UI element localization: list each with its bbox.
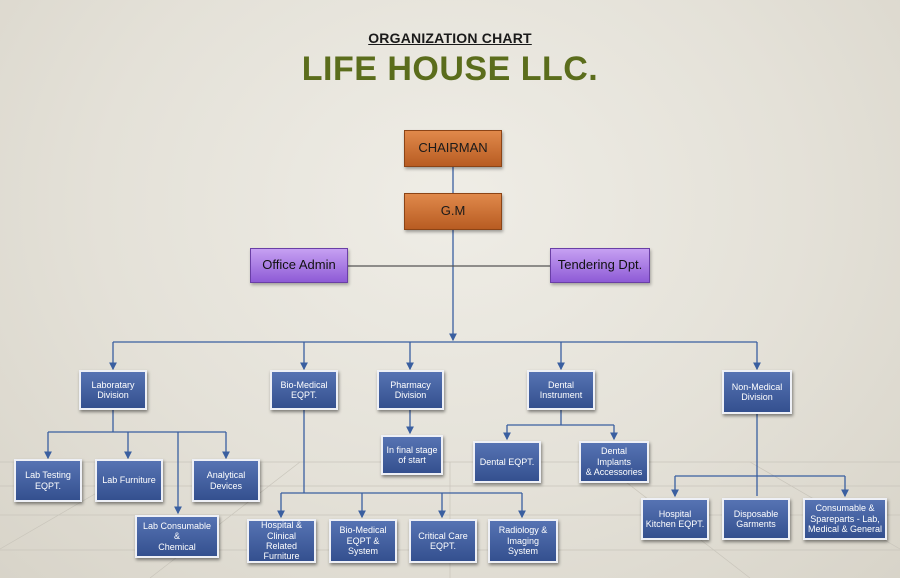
node-label: Lab Consumable & Chemical <box>142 520 212 552</box>
tree-connectors <box>44 167 849 519</box>
node-label: CHAIRMAN <box>418 140 488 156</box>
node-biomedical-system[interactable]: Bio-Medical EQPT & System <box>329 519 397 563</box>
node-label: Hospital Kitchen EQPT. <box>645 508 705 529</box>
node-label: Tendering Dpt. <box>557 257 643 273</box>
node-label: Laboratary Division <box>91 379 135 400</box>
node-lab-consumable[interactable]: Lab Consumable & Chemical <box>135 515 219 558</box>
node-label: In final stage of start <box>386 444 438 465</box>
chart-title: ORGANIZATION CHART <box>368 30 532 46</box>
node-label: Dental Implants & Accessories <box>585 446 643 478</box>
node-hospital-clinical[interactable]: Hospital & Clinical Related Furniture <box>247 519 316 563</box>
node-label: Hospital & Clinical Related Furniture <box>260 520 303 562</box>
node-lab-furniture[interactable]: Lab Furniture <box>95 459 163 502</box>
node-dental-implants[interactable]: Dental Implants & Accessories <box>579 441 649 483</box>
node-label: Non-Medical Division <box>731 381 783 402</box>
node-consumable-spareparts[interactable]: Consumable & Spareparts - Lab, Medical &… <box>803 498 887 540</box>
node-label: Lab Furniture <box>102 475 156 486</box>
node-dental-eqpt[interactable]: Dental EQPT. <box>473 441 541 483</box>
node-radiology-imaging[interactable]: Radiology & Imaging System <box>488 519 558 563</box>
node-biomedical-eqpt[interactable]: Bio-Medical EQPT. <box>270 370 338 410</box>
node-label: Office Admin <box>262 257 336 273</box>
node-label: Critical Care EQPT. <box>418 530 468 551</box>
node-gm[interactable]: G.M <box>404 193 502 230</box>
node-critical-care[interactable]: Critical Care EQPT. <box>409 519 477 563</box>
node-label: Disposable Garments <box>733 508 779 529</box>
node-label: Analytical Devices <box>206 470 246 491</box>
node-label: Consumable & Spareparts - Lab, Medical &… <box>807 503 883 535</box>
node-tendering[interactable]: Tendering Dpt. <box>550 248 650 283</box>
node-label: Lab Testing EQPT. <box>25 470 71 491</box>
node-dental-instrument[interactable]: Dental Instrument <box>527 370 595 410</box>
node-lab-testing[interactable]: Lab Testing EQPT. <box>14 459 82 502</box>
company-name: LIFE HOUSE LLC. <box>301 50 599 88</box>
node-laboratory-division[interactable]: Laboratary Division <box>79 370 147 410</box>
node-pharmacy-status[interactable]: In final stage of start <box>381 435 443 475</box>
node-label: Dental EQPT. <box>479 456 535 467</box>
node-pharmacy-division[interactable]: Pharmacy Division <box>377 370 444 410</box>
node-label: G.M <box>440 203 466 219</box>
node-label: Dental Instrument <box>539 379 583 400</box>
node-chairman[interactable]: CHAIRMAN <box>404 130 502 167</box>
node-label: Bio-Medical EQPT. <box>280 379 328 400</box>
node-label: Bio-Medical EQPT & System <box>339 525 387 557</box>
node-disposable-garments[interactable]: Disposable Garments <box>722 498 790 540</box>
node-label: Radiology & Imaging System <box>498 525 548 557</box>
node-office-admin[interactable]: Office Admin <box>250 248 348 283</box>
node-hospital-kitchen[interactable]: Hospital Kitchen EQPT. <box>641 498 709 540</box>
node-label: Pharmacy Division <box>390 379 431 400</box>
node-analytical-devices[interactable]: Analytical Devices <box>192 459 260 502</box>
node-nonmedical-division[interactable]: Non-Medical Division <box>722 370 792 414</box>
